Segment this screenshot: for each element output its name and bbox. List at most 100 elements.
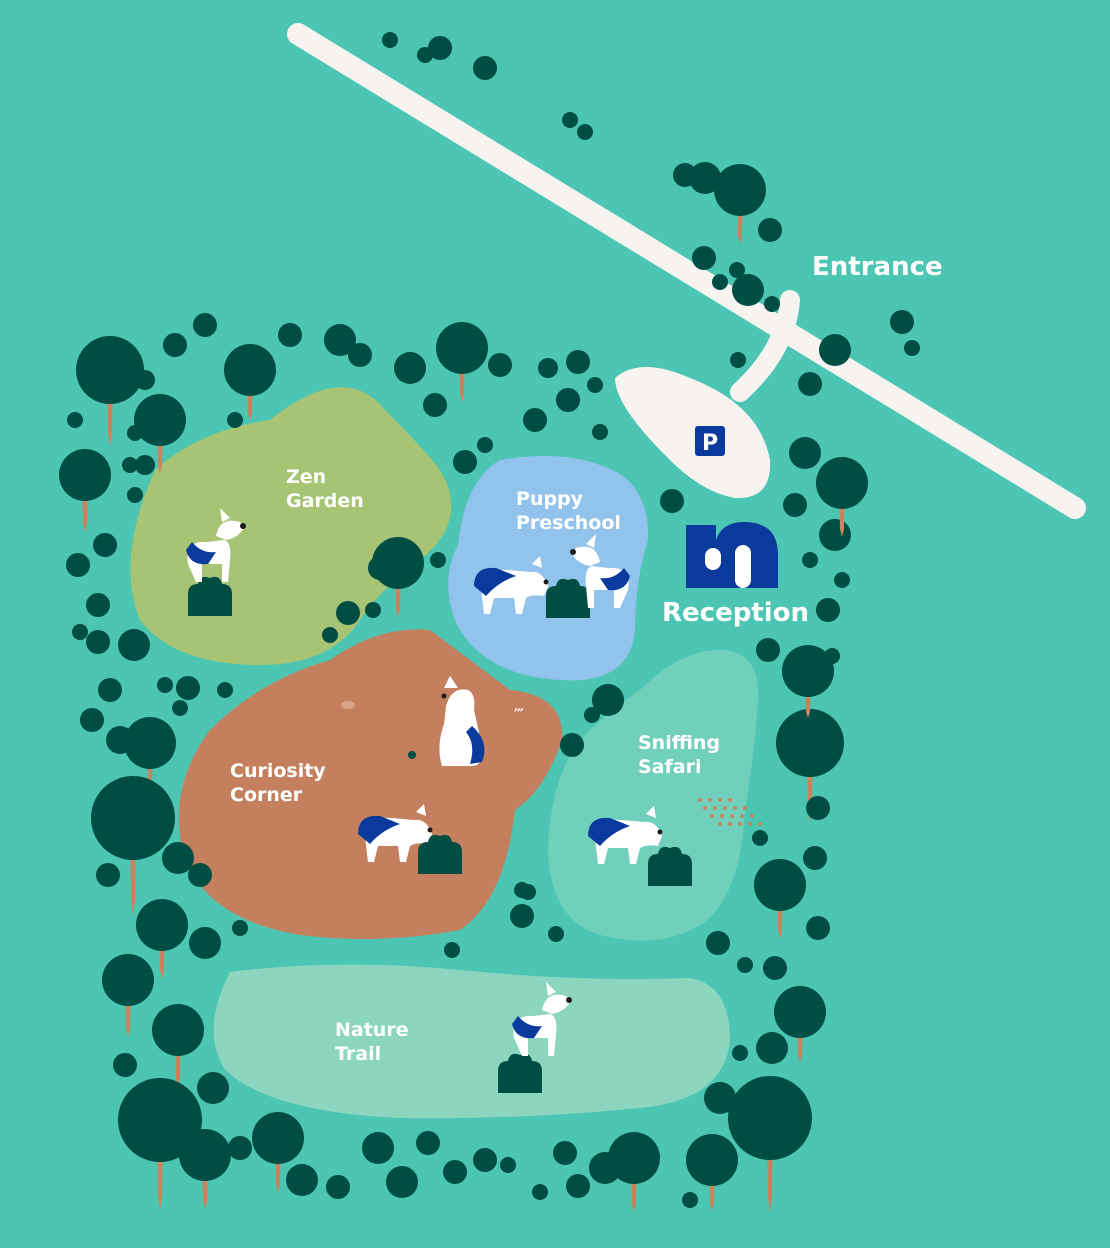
tree-icon: [763, 956, 787, 980]
tree-icon: [368, 556, 392, 580]
svg-text:Corner: Corner: [230, 784, 303, 806]
svg-text:Curiosity: Curiosity: [230, 760, 326, 782]
tree-icon: [754, 859, 806, 939]
tree-icon: [163, 333, 187, 357]
tree-icon: [423, 393, 447, 417]
tree-icon: [904, 340, 920, 356]
tree-icon: [577, 124, 593, 140]
tree-icon: [157, 677, 173, 693]
tree-icon: [712, 274, 728, 290]
tree-icon: [67, 412, 83, 428]
tree-icon: [819, 334, 851, 366]
tree-icon: [286, 1164, 318, 1196]
tree-icon: [538, 358, 558, 378]
tree-icon: [193, 313, 217, 337]
tree-icon: [76, 336, 144, 446]
tree-icon: [686, 1134, 738, 1211]
tree-icon: [224, 344, 276, 421]
tree-icon: [706, 931, 730, 955]
tree-icon: [473, 56, 497, 80]
tree-icon: [824, 648, 840, 664]
tree-icon: [562, 112, 578, 128]
tree-icon: [752, 830, 768, 846]
tree-icon: [93, 533, 117, 557]
tree-icon: [443, 1160, 467, 1184]
tree-icon: [348, 343, 372, 367]
puppy-preschool-label: Puppy Preschool: [516, 488, 621, 534]
tree-icon: [890, 310, 914, 334]
svg-text:‴: ‴: [514, 705, 524, 724]
tree-icon: [782, 645, 834, 718]
tree-icon: [532, 1184, 548, 1200]
tree-icon: [756, 1032, 788, 1064]
tree-icon: [704, 1082, 736, 1114]
tree-icon: [118, 1078, 202, 1211]
tree-icon: [732, 1045, 748, 1061]
tree-icon: [113, 1053, 137, 1077]
tree-icon: [436, 322, 488, 402]
tree-icon: [386, 1166, 418, 1198]
tree-icon: [444, 942, 460, 958]
tree-icon: [382, 32, 398, 48]
tree-icon: [102, 954, 154, 1038]
parking-lot: [615, 367, 771, 499]
tree-icon: [730, 352, 746, 368]
tree-icon: [560, 733, 584, 757]
tree-icon: [728, 1076, 812, 1213]
tree-icon: [176, 676, 200, 700]
nature-trail-label: Nature Trail: [335, 1019, 409, 1065]
tree-icon: [566, 1174, 590, 1198]
puppy-preschool-area[interactable]: [448, 456, 649, 681]
tree-icon: [816, 457, 868, 537]
tree-icon: [118, 629, 150, 661]
tree-icon: [228, 1136, 252, 1160]
tree-icon: [72, 624, 88, 640]
nature-trail-area[interactable]: [213, 964, 731, 1119]
curiosity-corner-label: Curiosity Corner: [230, 760, 326, 806]
svg-text:Safari: Safari: [638, 756, 701, 778]
svg-text:Nature: Nature: [335, 1019, 409, 1041]
tree-icon: [592, 424, 608, 440]
tree-icon: [798, 372, 822, 396]
tree-icon: [124, 717, 176, 790]
sniffing-safari-area[interactable]: [548, 650, 759, 941]
tree-icon: [322, 627, 338, 643]
tree-icon: [122, 457, 138, 473]
tree-icon: [227, 412, 243, 428]
tree-icon: [566, 350, 590, 374]
tree-icon: [365, 602, 381, 618]
tree-icon: [252, 1112, 304, 1192]
entrance-road: [287, 23, 1086, 519]
tree-icon: [336, 601, 360, 625]
tree-icon: [556, 388, 580, 412]
tree-icon: [217, 682, 233, 698]
tree-icon: [453, 450, 477, 474]
entrance-label: Entrance: [812, 252, 943, 282]
parking-sign: P: [695, 426, 725, 456]
access-road: [730, 290, 800, 402]
svg-text:P: P: [702, 431, 718, 456]
tree-icon: [803, 846, 827, 870]
tree-icon: [135, 455, 155, 475]
tree-icon: [816, 598, 840, 622]
tree-icon: [326, 1175, 350, 1199]
tree-icon: [179, 1129, 231, 1209]
svg-text:Garden: Garden: [286, 490, 364, 512]
tree-icon: [500, 1157, 516, 1173]
tree-icon: [278, 323, 302, 347]
tree-icon: [86, 593, 110, 617]
reception-building-icon: [686, 522, 778, 588]
tree-icon: [737, 957, 753, 973]
tree-icon: [324, 324, 356, 356]
tree-icon: [488, 353, 512, 377]
tree-icon: [172, 700, 188, 716]
tree-icon: [66, 553, 90, 577]
tree-icon: [362, 1132, 394, 1164]
tree-icon: [682, 1192, 698, 1208]
zen-garden-label: Zen Garden: [286, 466, 364, 512]
tree-icon: [783, 493, 807, 517]
tree-icon: [553, 1141, 577, 1165]
tree-icon: [162, 842, 194, 874]
tree-icon: [135, 370, 155, 390]
